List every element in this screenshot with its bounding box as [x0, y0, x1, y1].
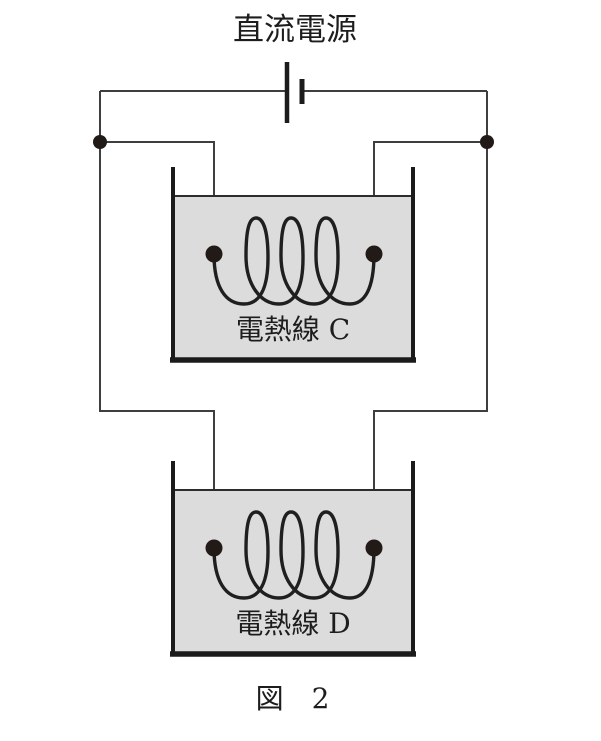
power-supply-label: 直流電源	[233, 12, 357, 48]
junction-dot-right	[480, 135, 494, 149]
heater-d-label: 電熱線 D	[235, 607, 351, 640]
junction-dot-left	[93, 135, 107, 149]
heater-c-label: 電熱線 C	[235, 313, 351, 346]
circuit-wires	[99, 90, 488, 548]
coil-c-terminal-right	[365, 245, 383, 263]
coil-d-terminal-left	[205, 539, 223, 557]
wire-left-outer	[99, 91, 215, 548]
coil-c-terminal-left	[205, 245, 223, 263]
battery-icon	[284, 62, 305, 123]
heating-coil-c-icon	[212, 216, 376, 306]
beaker-d	[170, 461, 416, 657]
figure-caption: 図 2	[255, 682, 330, 715]
wire-right-outer	[373, 91, 488, 548]
beaker-c	[170, 167, 416, 363]
heating-coil-d-icon	[212, 510, 376, 600]
coil-d-terminal-right	[365, 539, 383, 557]
